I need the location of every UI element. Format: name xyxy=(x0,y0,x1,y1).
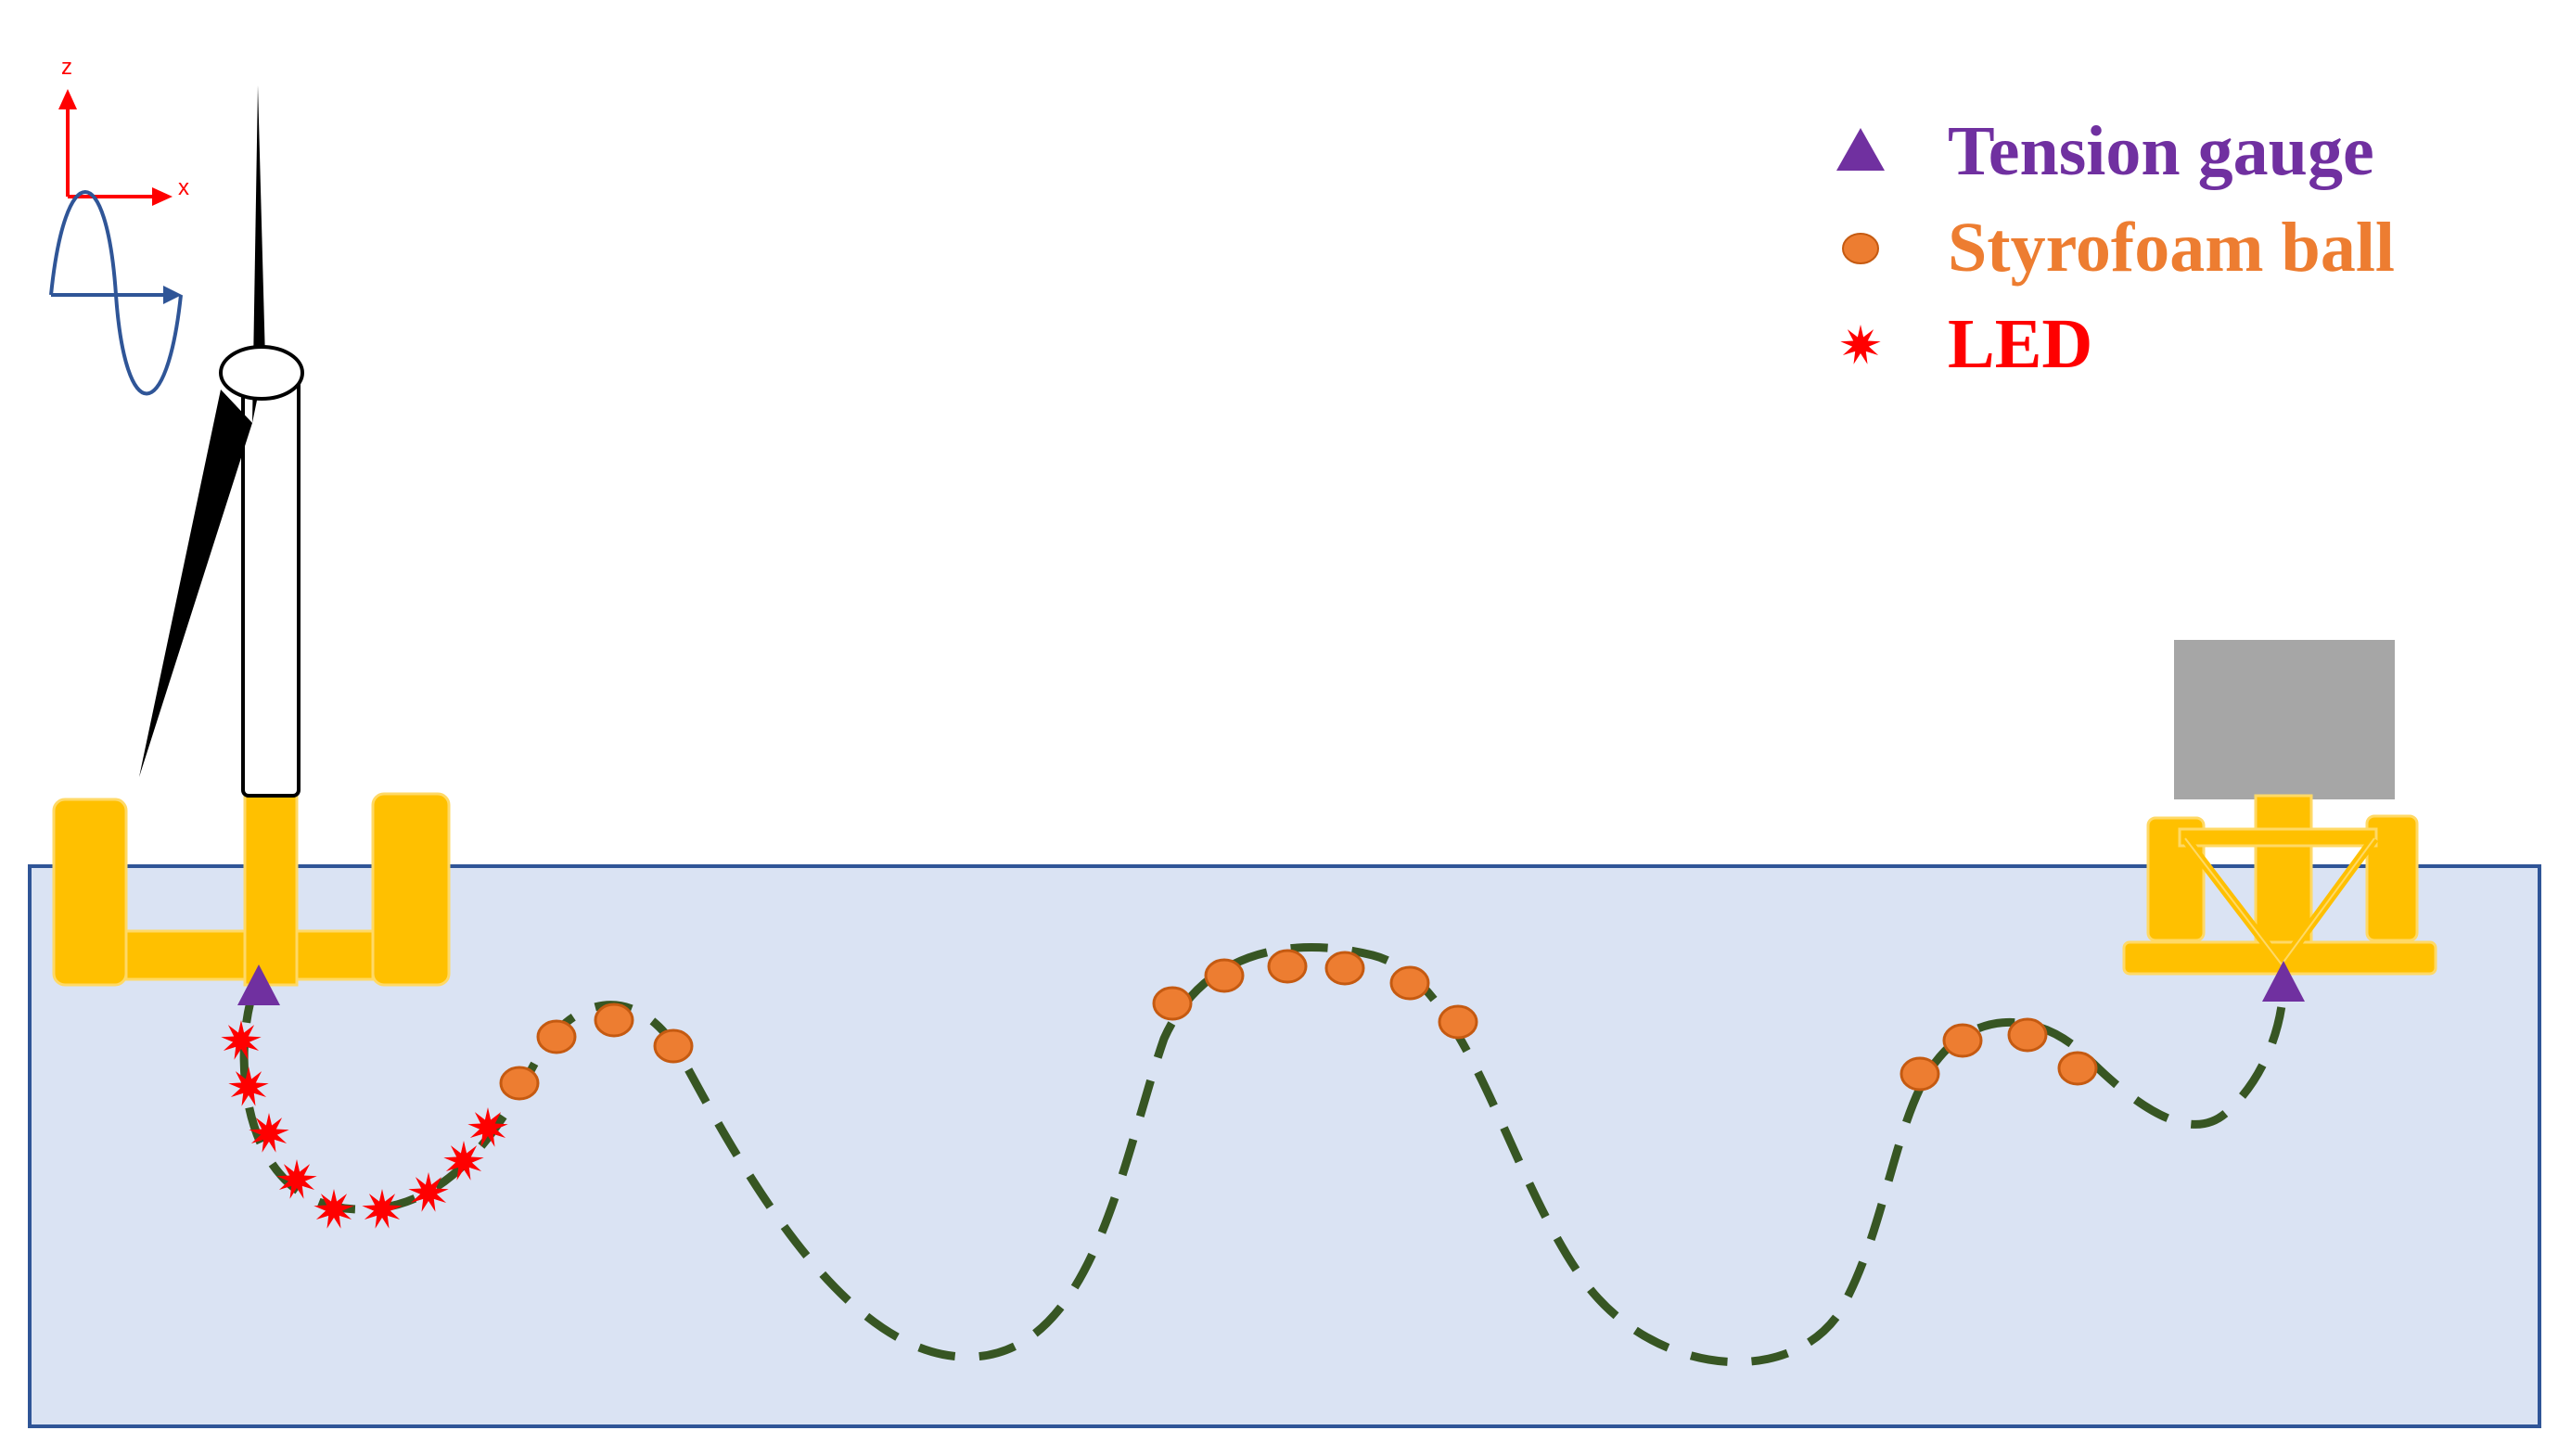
led-marker xyxy=(443,1141,484,1181)
tension-gauge-left xyxy=(237,964,280,1005)
floating-platform-right xyxy=(2122,640,2437,976)
gray-box xyxy=(2174,640,2395,799)
led-marker xyxy=(362,1189,403,1229)
styrofoam-ball xyxy=(1204,958,1245,993)
legend-label-led: LED xyxy=(1948,305,2092,383)
floating-wind-turbine xyxy=(52,85,451,987)
triangle-icon xyxy=(1836,128,1885,171)
styrofoam-ball xyxy=(499,1066,540,1101)
led-marker xyxy=(221,1020,262,1060)
led-marker xyxy=(408,1172,449,1212)
styrofoam-ball xyxy=(653,1028,694,1064)
styrofoam-ball xyxy=(536,1019,577,1054)
tension-gauge-right xyxy=(2262,961,2305,1002)
led-markers xyxy=(221,1020,508,1229)
styrofoam-ball xyxy=(594,1003,634,1038)
x-axis-label: x xyxy=(178,175,189,200)
turbine-blades xyxy=(139,85,265,777)
styrofoam-ball xyxy=(1942,1023,1983,1058)
star-icon-shape xyxy=(1840,325,1881,364)
turbine-tower xyxy=(241,369,301,798)
z-axis-label: z xyxy=(61,55,72,80)
led-marker xyxy=(228,1066,269,1106)
led-marker xyxy=(276,1159,317,1199)
legend-label-tension-gauge: Tension gauge xyxy=(1948,112,2374,190)
mooring-cable xyxy=(239,943,2288,1367)
turbine-hub xyxy=(219,345,304,401)
styrofoam-balls xyxy=(499,949,2098,1101)
styrofoam-ball xyxy=(2007,1017,2048,1053)
led-marker xyxy=(313,1189,354,1229)
styrofoam-ball xyxy=(1152,986,1193,1021)
legend: Tension gauge Styrofoam ball LED xyxy=(1836,112,2395,383)
circle-icon xyxy=(1842,233,1879,264)
led-marker xyxy=(249,1113,289,1153)
styrofoam-ball xyxy=(1389,965,1430,1001)
semi-submersible-platform xyxy=(52,792,451,987)
coordinate-axes: z x xyxy=(58,55,189,206)
styrofoam-ball xyxy=(1438,1004,1478,1040)
styrofoam-ball xyxy=(2057,1051,2098,1086)
styrofoam-ball xyxy=(1899,1056,1940,1092)
star-icon xyxy=(1840,325,1881,364)
styrofoam-ball xyxy=(1324,951,1365,986)
legend-label-styrofoam-ball: Styrofoam ball xyxy=(1948,209,2395,287)
led-marker xyxy=(467,1107,508,1147)
styrofoam-ball xyxy=(1267,949,1308,984)
wave-icon xyxy=(49,190,183,396)
